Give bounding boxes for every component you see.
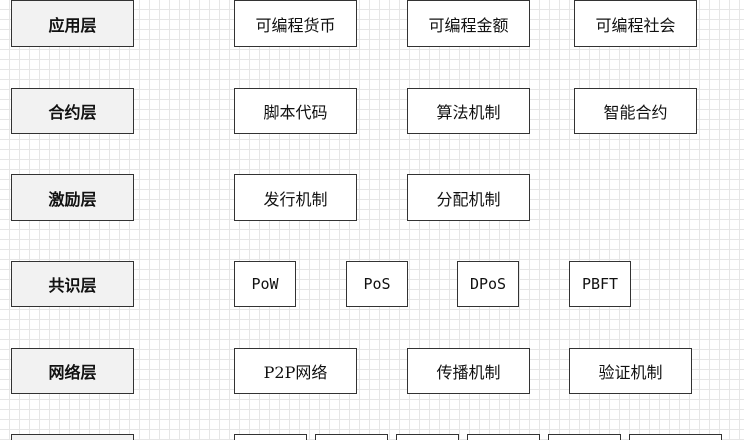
node-dpos: DPoS	[457, 261, 519, 307]
node-pbft: PBFT	[569, 261, 631, 307]
node-partial	[396, 434, 459, 440]
node-partial	[548, 434, 621, 440]
node-propagation-mechanism: 传播机制	[407, 348, 530, 394]
node-programmable-society: 可编程社会	[574, 0, 697, 47]
node-issuance-mechanism: 发行机制	[234, 174, 357, 221]
layer-label: 合约层	[48, 103, 97, 122]
node-partial	[467, 434, 540, 440]
layer-consensus: 共识层	[11, 261, 134, 307]
node-partial	[629, 434, 722, 440]
node-programmable-amount: 可编程金额	[407, 0, 530, 47]
node-distribution-mechanism: 分配机制	[407, 174, 530, 221]
node-programmable-currency: 可编程货币	[234, 0, 357, 47]
node-p2p-network: P2P网络	[234, 348, 357, 394]
node-partial	[234, 434, 307, 440]
layer-label: 共识层	[48, 276, 97, 295]
layer-label: 激励层	[48, 189, 97, 209]
layer-contract: 合约层	[11, 88, 134, 134]
layer-application: 应用层	[11, 0, 134, 47]
node-pow: PoW	[234, 261, 296, 307]
node-pos: PoS	[346, 261, 408, 307]
node-verification-mechanism: 验证机制	[569, 348, 692, 394]
layer-label: 网络层	[48, 363, 97, 382]
layer-incentive: 激励层	[11, 174, 134, 221]
node-partial	[315, 434, 388, 440]
node-script-code: 脚本代码	[234, 88, 357, 134]
node-smart-contract: 智能合约	[574, 88, 697, 134]
layer-network: 网络层	[11, 348, 134, 394]
node-algorithm-mechanism: 算法机制	[407, 88, 530, 134]
layer-partial-bottom	[11, 434, 134, 440]
layer-label: 应用层	[48, 15, 97, 35]
